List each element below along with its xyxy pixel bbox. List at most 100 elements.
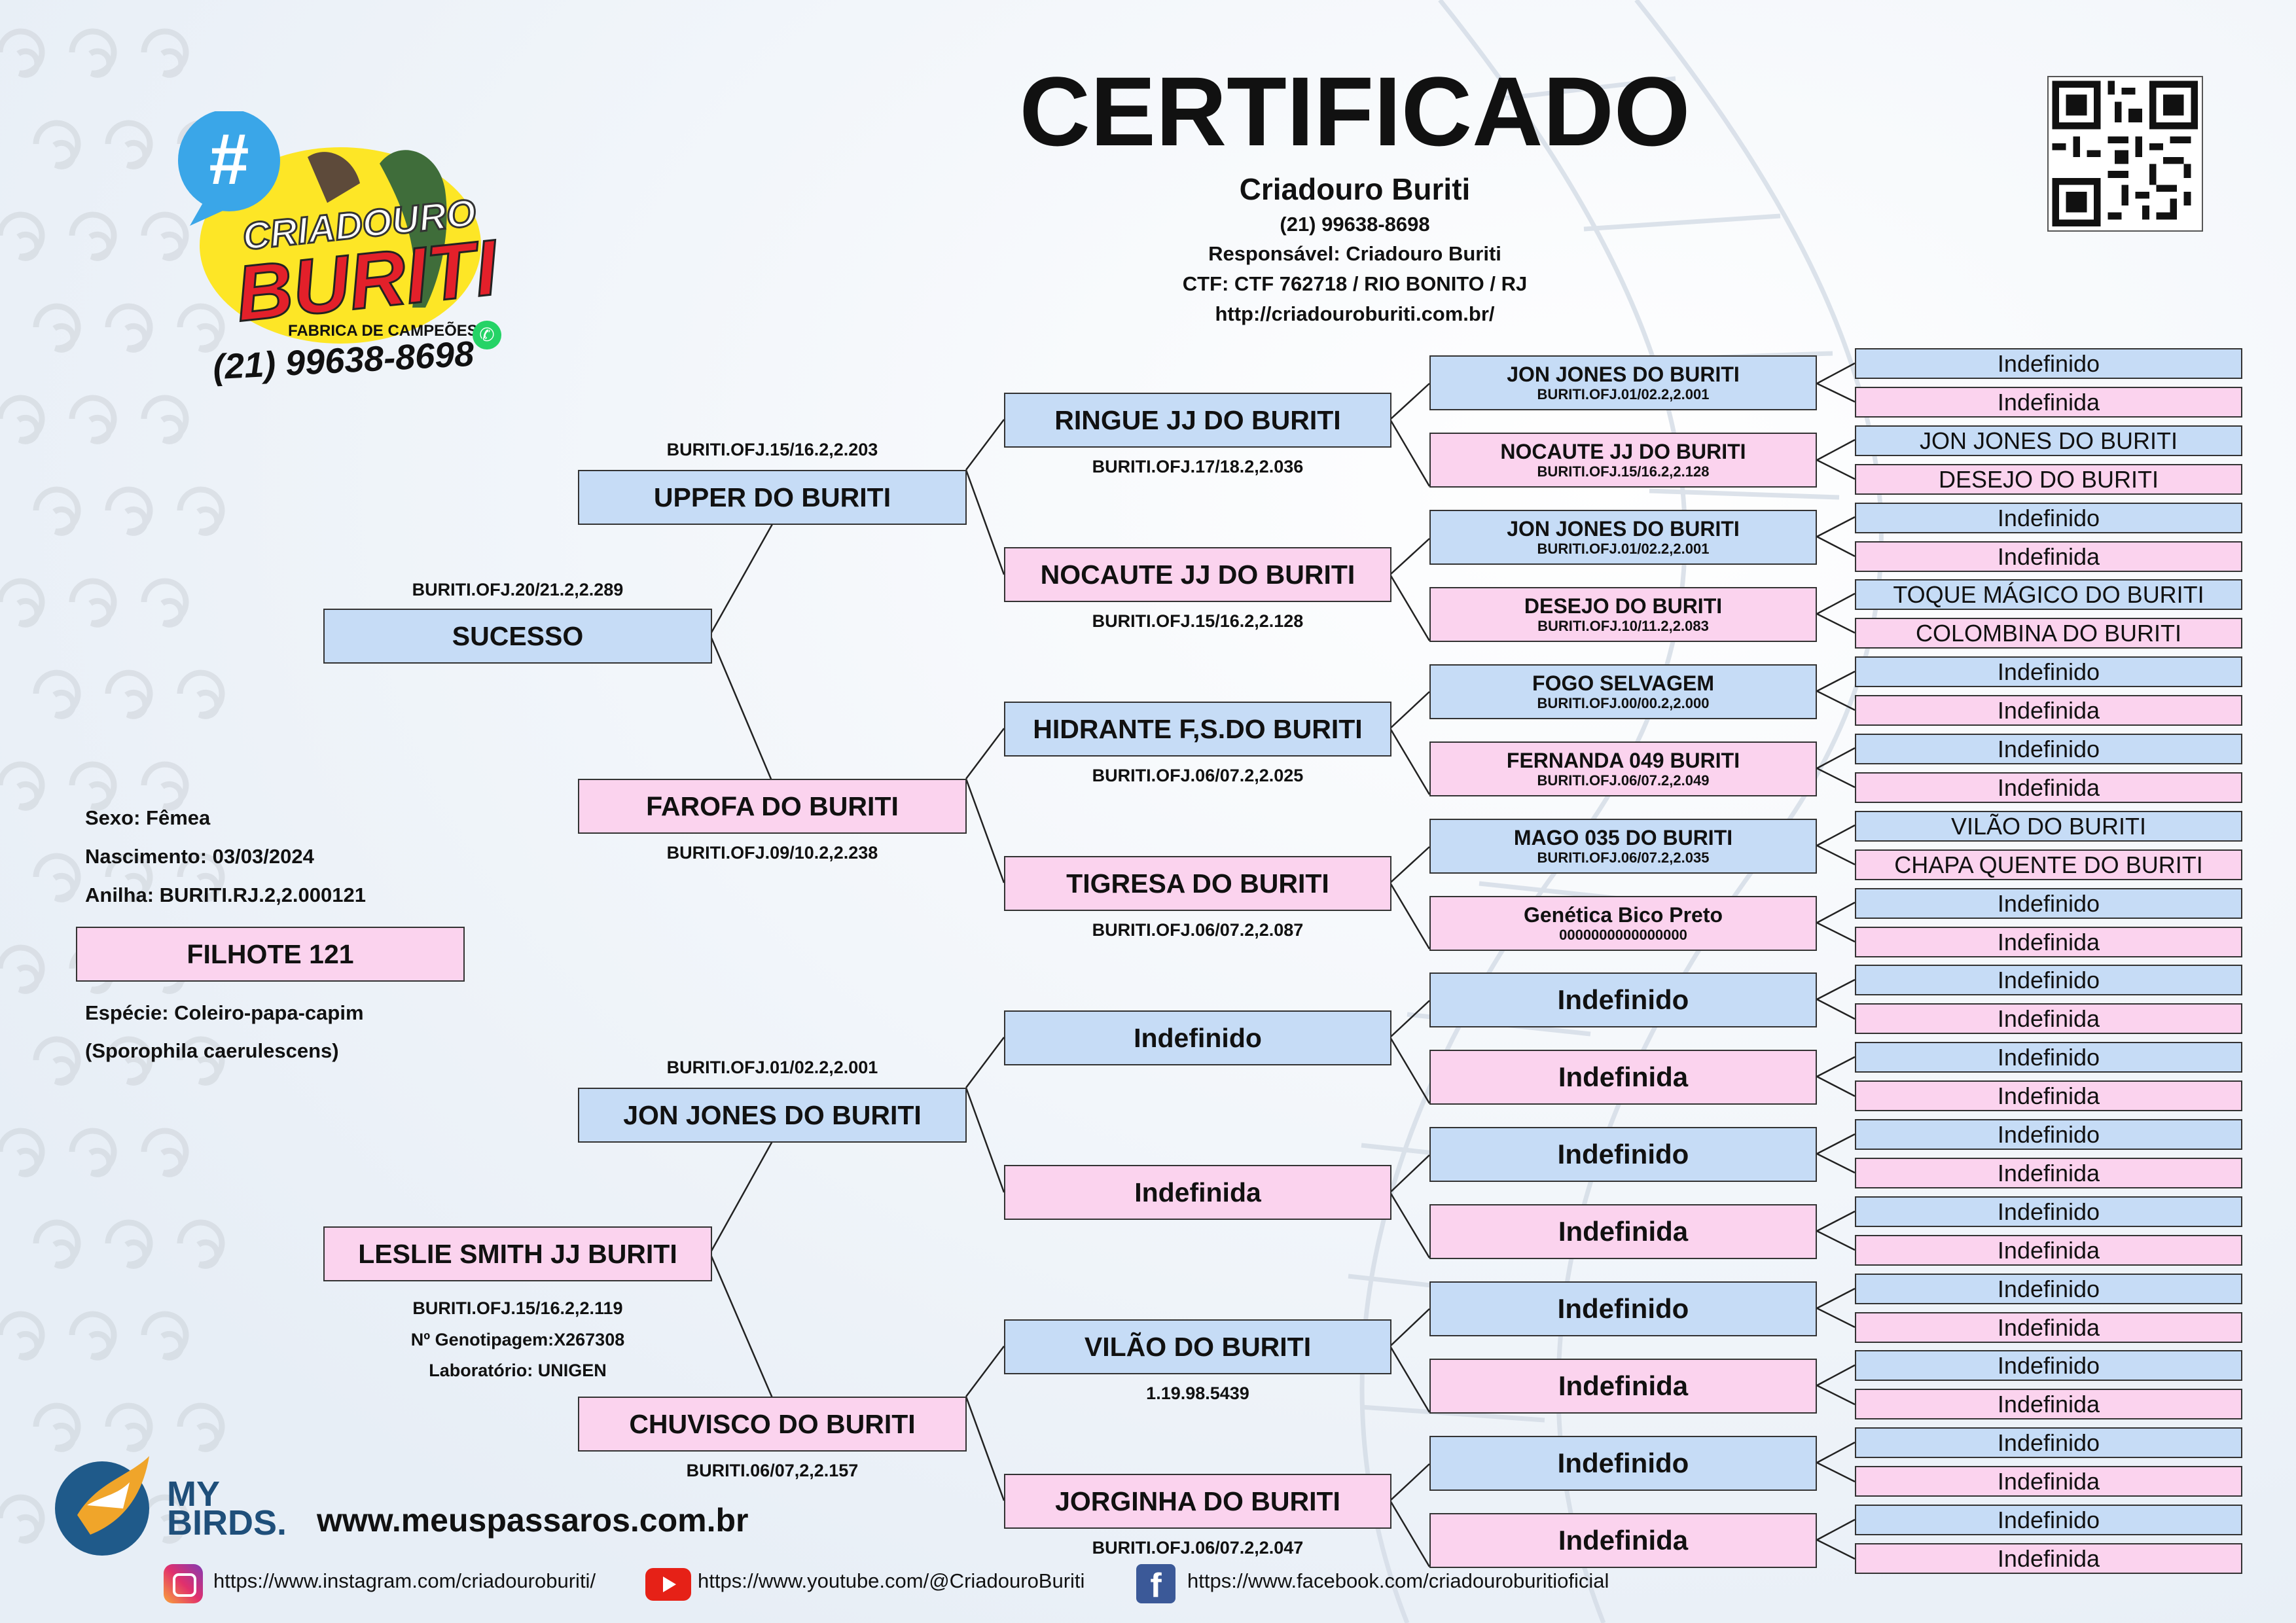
grandparent-box: CHUVISCO DO BURITI	[578, 1397, 967, 1452]
great-grandparent-name: TIGRESA DO BURITI	[1066, 868, 1329, 899]
gen5-box: Indefinida	[1855, 695, 2242, 726]
mother-registration: BURITI.OFJ.15/16.2,2.119	[412, 1298, 623, 1318]
gen5-box: Indefinida	[1855, 1158, 2242, 1188]
logo-hash: #	[209, 119, 249, 200]
gen4-name: Indefinida	[1558, 1525, 1689, 1556]
gen4-box: Indefinida	[1429, 1513, 1817, 1568]
youtube-link[interactable]: https://www.youtube.com/@CriadouroBuriti	[698, 1569, 1085, 1592]
gen5-name: Indefinida	[1997, 1313, 2100, 1341]
gen5-name: COLOMBINA DO BURITI	[1915, 619, 2182, 647]
gen5-box: TOQUE MÁGICO DO BURITI	[1855, 579, 2242, 610]
gen4-box: Indefinido	[1429, 1281, 1817, 1336]
great-grandparent-registration: BURITI.OFJ.15/16.2,2.128	[1092, 611, 1304, 631]
website-link[interactable]: www.meuspassaros.com.br	[317, 1502, 749, 1539]
gen5-box: CHAPA QUENTE DO BURITI	[1855, 849, 2242, 880]
breeder-phone: (21) 99638-8698	[1280, 213, 1430, 236]
gen5-name: TOQUE MÁGICO DO BURITI	[1893, 580, 2204, 608]
gen4-box: Genética Bico Preto 0000000000000000	[1429, 896, 1817, 951]
great-grandparent-registration: 1.19.98.5439	[1146, 1383, 1249, 1403]
gen5-name: Indefinida	[1997, 1082, 2100, 1109]
gen4-registration: BURITI.OFJ.15/16.2,2.128	[1537, 463, 1710, 480]
great-grandparent-name: RINGUE JJ DO BURITI	[1054, 404, 1341, 435]
gen4-registration: BURITI.OFJ.01/02.2,2.001	[1537, 386, 1710, 402]
grandparent-registration: BURITI.OFJ.01/02.2,2.001	[666, 1058, 878, 1077]
gen5-box: Indefinido	[1855, 348, 2242, 379]
gen5-name: CHAPA QUENTE DO BURITI	[1894, 851, 2203, 878]
great-grandparent-name: Indefinido	[1134, 1022, 1262, 1053]
bird-sex: Sexo: Fêmea	[85, 806, 211, 829]
gen5-box: Indefinida	[1855, 927, 2242, 957]
instagram-link[interactable]: https://www.instagram.com/criadouroburit…	[213, 1569, 596, 1592]
father-registration: BURITI.OFJ.20/21.2,2.289	[412, 580, 624, 599]
gen5-name: Indefinido	[1997, 1120, 2100, 1148]
breeder-name: Criadouro Buriti	[1239, 172, 1471, 206]
logo-line3: FABRICA DE CAMPEÕES	[288, 322, 478, 340]
breeder-responsible: Responsável: Criadouro Buriti	[1208, 242, 1501, 265]
gen4-name: JON JONES DO BURITI	[1507, 363, 1740, 386]
gen4-name: Indefinido	[1557, 1139, 1689, 1169]
gen4-box: Indefinida	[1429, 1204, 1817, 1259]
breeder-ctf: CTF: CTF 762718 / RIO BONITO / RJ	[1182, 272, 1528, 295]
subject-bird-name: FILHOTE 121	[76, 927, 465, 982]
gen5-box: Indefinido	[1855, 734, 2242, 764]
breeder-url[interactable]: http://criadouroburiti.com.br/	[1215, 302, 1495, 325]
instagram-icon	[164, 1564, 203, 1603]
gen5-name: Indefinida	[1997, 1390, 2100, 1418]
mybirds-brand-bottom: BIRDS.	[167, 1503, 287, 1543]
gen5-name: Indefinida	[1997, 1544, 2100, 1572]
gen5-name: Indefinida	[1997, 388, 2100, 416]
gen4-name: Indefinido	[1557, 1293, 1689, 1324]
gen4-box: Indefinido	[1429, 1127, 1817, 1182]
gen4-name: DESEJO DO BURITI	[1524, 594, 1723, 618]
gen5-box: Indefinida	[1855, 1543, 2242, 1574]
gen5-name: Indefinida	[1997, 1467, 2100, 1495]
gen5-box: Indefinida	[1855, 1080, 2242, 1111]
gen5-name: Indefinido	[1997, 504, 2100, 531]
whatsapp-icon: ✆	[473, 321, 501, 349]
gen4-box: FOGO SELVAGEM BURITI.OFJ.00/00.2,2.000	[1429, 664, 1817, 719]
gen5-name: Indefinido	[1997, 1351, 2100, 1379]
gen5-name: Indefinida	[1997, 928, 2100, 955]
great-grandparent-registration: BURITI.OFJ.06/07.2,2.025	[1092, 766, 1304, 785]
gen5-box: Indefinida	[1855, 1389, 2242, 1419]
gen5-name: Indefinido	[1997, 889, 2100, 917]
gen5-name: DESEJO DO BURITI	[1938, 465, 2159, 493]
gen4-box: MAGO 035 DO BURITI BURITI.OFJ.06/07.2,2.…	[1429, 819, 1817, 874]
grandparent-registration: BURITI.06/07,2,2.157	[686, 1461, 859, 1480]
gen5-box: Indefinido	[1855, 656, 2242, 687]
gen5-box: Indefinida	[1855, 387, 2242, 418]
gen4-box: JON JONES DO BURITI BURITI.OFJ.01/02.2,2…	[1429, 355, 1817, 410]
facebook-link[interactable]: https://www.facebook.com/criadouroburiti…	[1187, 1569, 1609, 1592]
gen5-box: Indefinido	[1855, 965, 2242, 995]
gen4-box: Indefinida	[1429, 1359, 1817, 1414]
gen5-box: Indefinido	[1855, 888, 2242, 919]
gen5-name: Indefinido	[1997, 1043, 2100, 1071]
gen5-box: Indefinido	[1855, 1119, 2242, 1150]
gen4-registration: BURITI.OFJ.06/07.2,2.035	[1537, 849, 1710, 866]
great-grandparent-name: JORGINHA DO BURITI	[1055, 1486, 1340, 1516]
gen4-name: Genética Bico Preto	[1523, 903, 1723, 927]
great-grandparent-box: RINGUE JJ DO BURITI	[1004, 393, 1391, 448]
mother-box: LESLIE SMITH JJ BURITI	[323, 1226, 712, 1281]
gen4-box: Indefinida	[1429, 1050, 1817, 1105]
gen4-name: Indefinido	[1557, 1448, 1689, 1478]
gen5-name: Indefinida	[1997, 1236, 2100, 1264]
gen5-name: Indefinido	[1997, 1198, 2100, 1225]
great-grandparent-registration: BURITI.OFJ.17/18.2,2.036	[1092, 457, 1304, 476]
gen4-registration: BURITI.OFJ.00/00.2,2.000	[1537, 695, 1710, 711]
gen4-box: DESEJO DO BURITI BURITI.OFJ.10/11.2,2.08…	[1429, 587, 1817, 642]
certificate-title: CERTIFICADO	[1019, 56, 1691, 166]
grandparent-registration: BURITI.OFJ.09/10.2,2.238	[666, 843, 878, 863]
great-grandparent-name: HIDRANTE F,S.DO BURITI	[1033, 713, 1363, 744]
mybirds-brand-top: MY	[167, 1474, 220, 1514]
great-grandparent-box: Indefinida	[1004, 1165, 1391, 1220]
mother-laboratory: Laboratório: UNIGEN	[429, 1361, 607, 1380]
gen5-box: Indefinido	[1855, 1042, 2242, 1073]
great-grandparent-box: JORGINHA DO BURITI	[1004, 1474, 1391, 1529]
gen5-box: DESEJO DO BURITI	[1855, 464, 2242, 495]
gen4-box: FERNANDA 049 BURITI BURITI.OFJ.06/07.2,2…	[1429, 741, 1817, 796]
great-grandparent-box: VILÃO DO BURITI	[1004, 1319, 1391, 1374]
gen5-name: JON JONES DO BURITI	[1919, 427, 2178, 454]
mother-name: LESLIE SMITH JJ BURITI	[358, 1238, 677, 1269]
